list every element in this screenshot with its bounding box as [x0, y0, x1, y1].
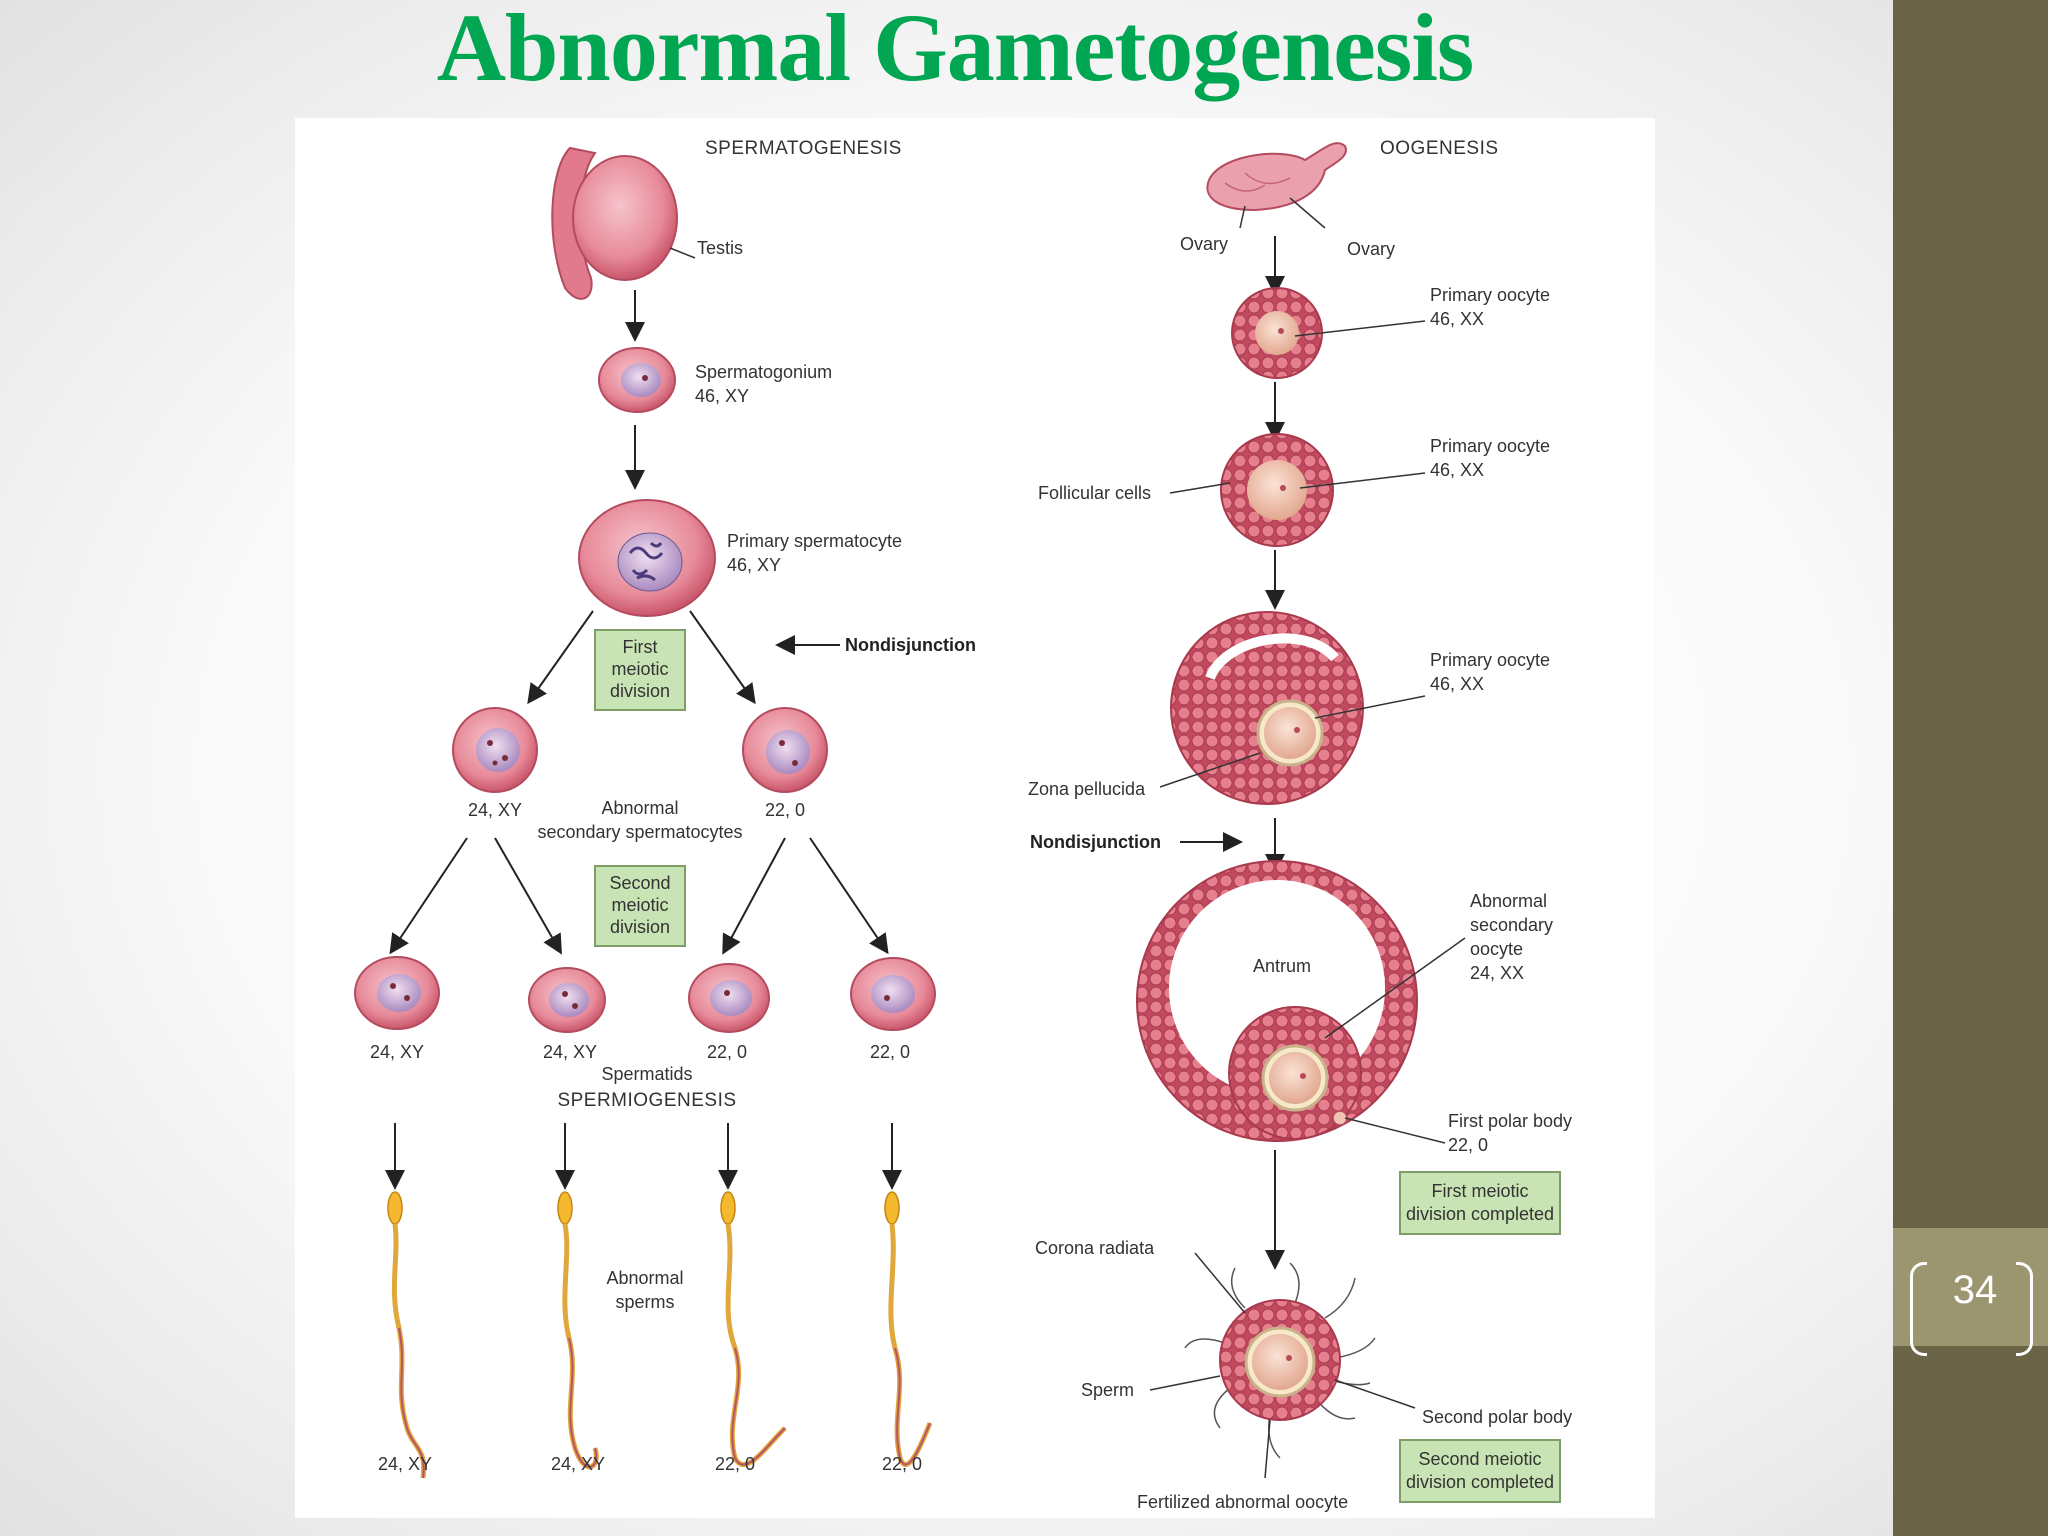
second-meiotic-completed-line1: Second meiotic [1418, 1449, 1541, 1469]
sperm-icon [557, 1191, 599, 1470]
slide-title: Abnormal Gametogenesis [436, 0, 1475, 101]
ovary-label-right: Ovary [1347, 239, 1395, 259]
sperm-karyotype: 22, 0 [715, 1454, 755, 1474]
secondary-right-karyotype: 22, 0 [765, 800, 805, 820]
spermatid-karyotype: 24, XY [370, 1042, 424, 1062]
sperm-icon [884, 1191, 933, 1468]
ovary-label-left: Ovary [1180, 234, 1228, 254]
abnormal-secondary-oocyte-line2: secondary [1470, 915, 1553, 935]
page-number-box [1893, 1228, 2048, 1346]
spermatid-cell [850, 957, 936, 1031]
spermatogenesis-header: SPERMATOGENESIS [705, 138, 902, 159]
abnormal-sperms-line1: Abnormal [606, 1268, 683, 1288]
nondisjunction-label-left: Nondisjunction [845, 635, 976, 655]
sperm-icon [720, 1191, 787, 1467]
primary-oocyte-1-label: Primary oocyte [1430, 285, 1550, 305]
secondary-spermatocyte-right [742, 707, 828, 793]
secondary-left-karyotype: 24, XY [468, 800, 522, 820]
spermatid-karyotype: 22, 0 [870, 1042, 910, 1062]
arrow [494, 837, 562, 955]
arrow [689, 610, 756, 705]
primary-oocyte-3-label: Primary oocyte [1430, 650, 1550, 670]
spermatogonium-label: Spermatogonium [695, 362, 832, 382]
second-meiotic-completed-box [1399, 1439, 1561, 1503]
antrum-label: Antrum [1253, 956, 1311, 976]
sperm-karyotype: 24, XY [378, 1454, 432, 1474]
sperm-karyotype: 22, 0 [882, 1454, 922, 1474]
spermatid-karyotype: 24, XY [543, 1042, 597, 1062]
abnormal-sperms-line2: sperms [615, 1292, 674, 1312]
fertilized-oocyte-label: Fertilized abnormal oocyte [1137, 1492, 1348, 1512]
testis-icon [551, 146, 696, 300]
sperm-karyotype: 24, XY [551, 1454, 605, 1474]
primary-spermatocyte-karyotype: 46, XY [727, 555, 781, 575]
sperm-icon [387, 1191, 427, 1479]
spermiogenesis-caption: SPERMIOGENESIS [557, 1090, 736, 1111]
zona-pellucida-label: Zona pellucida [1028, 779, 1146, 799]
first-meiotic-line1: First [623, 637, 658, 657]
primary-oocyte-1-karyotype: 46, XX [1430, 309, 1484, 329]
arrow [809, 837, 889, 955]
first-meiotic-division-box [594, 629, 686, 711]
arrow [722, 837, 786, 955]
first-meiotic-completed-line2: division completed [1406, 1204, 1554, 1224]
abnormal-secondary-oocyte-follicle [1136, 860, 1466, 1144]
first-polar-body-label: First polar body [1448, 1111, 1572, 1131]
second-meiotic-line3: division [610, 917, 670, 937]
fertilized-oocyte [1149, 1252, 1416, 1479]
secondary-spermatocyte-left [452, 707, 538, 793]
second-meiotic-line1: Second [609, 873, 670, 893]
arrow [527, 610, 594, 705]
follicular-cells-label: Follicular cells [1038, 483, 1151, 503]
spermatid-cell [528, 967, 606, 1033]
bracket-right [2016, 1262, 2033, 1356]
bracket-left [1910, 1262, 1927, 1356]
spermatogonium-cell [598, 347, 676, 413]
primary-spermatocyte-cell [578, 499, 716, 617]
abnormal-secondary-oocyte-line1: Abnormal [1470, 891, 1547, 911]
primary-spermatocyte-label: Primary spermatocyte [727, 531, 902, 551]
corona-radiata-label: Corona radiata [1035, 1238, 1155, 1258]
abnormal-secondary-oocyte-line3: oocyte [1470, 939, 1523, 959]
spermatid-cell [354, 956, 440, 1030]
second-polar-body-label: Second polar body [1422, 1407, 1572, 1427]
abnormal-secondary-oocyte-karyotype: 24, XX [1470, 963, 1524, 983]
second-meiotic-completed-line2: division completed [1406, 1472, 1554, 1492]
primary-oocyte-primary-follicle [1169, 433, 1426, 547]
first-meiotic-line2: meiotic [611, 659, 668, 679]
testis-label: Testis [697, 238, 743, 258]
first-meiotic-completed-box [1399, 1171, 1561, 1235]
oogenesis-header: OOGENESIS [1380, 138, 1499, 159]
nondisjunction-label-right: Nondisjunction [1030, 832, 1161, 852]
spermatid-cell [688, 963, 770, 1033]
second-meiotic-division-box [594, 865, 686, 947]
ovary-icon [1206, 142, 1347, 229]
first-meiotic-completed-line1: First meiotic [1431, 1181, 1528, 1201]
first-polar-body-karyotype: 22, 0 [1448, 1135, 1488, 1155]
gametogenesis-figure: SPERMATOGENESIS Testis Spermatogonium 46… [295, 118, 1655, 1518]
first-meiotic-line3: division [610, 681, 670, 701]
spermatogonium-karyotype: 46, XY [695, 386, 749, 406]
primary-oocyte-secondary-follicle [1159, 611, 1426, 805]
secondary-caption-line1: Abnormal [601, 798, 678, 818]
primary-oocyte-2-karyotype: 46, XX [1430, 460, 1484, 480]
page-number: 34 [1952, 1268, 1998, 1312]
second-meiotic-line2: meiotic [611, 895, 668, 915]
arrow [389, 837, 468, 955]
spermatid-karyotype: 22, 0 [707, 1042, 747, 1062]
primary-oocyte-3-karyotype: 46, XX [1430, 674, 1484, 694]
primary-oocyte-primordial [1231, 287, 1426, 379]
primary-oocyte-2-label: Primary oocyte [1430, 436, 1550, 456]
spermatids-caption: Spermatids [601, 1064, 692, 1084]
sperm-label: Sperm [1081, 1380, 1134, 1400]
secondary-caption-line2: secondary spermatocytes [537, 822, 742, 842]
